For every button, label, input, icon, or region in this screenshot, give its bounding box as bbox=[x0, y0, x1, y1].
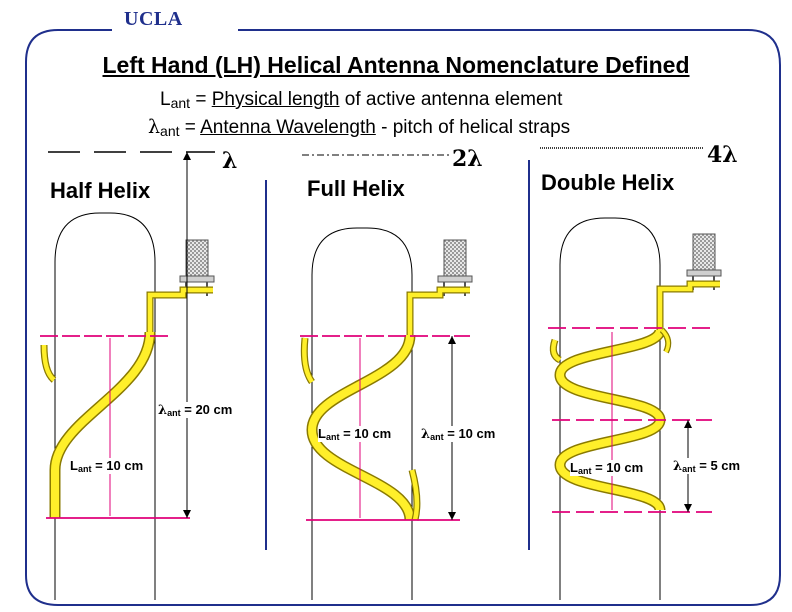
definition-wavelength: λant = Antenna Wavelength - pitch of hel… bbox=[148, 116, 571, 139]
double-lambda-label: λant = 5 cm bbox=[673, 458, 741, 474]
full-lambda-label: λant = 10 cm bbox=[421, 426, 496, 442]
page-title: Left Hand (LH) Helical Antenna Nomenclat… bbox=[102, 52, 690, 78]
double-helix-heading: Double Helix bbox=[541, 170, 675, 195]
half-cylinder-outline bbox=[54, 212, 156, 600]
half-lambda-label: λant = 20 cm bbox=[158, 402, 233, 418]
full-helix-multiplier: 2λ bbox=[452, 146, 483, 172]
half-helix-heading: Half Helix bbox=[50, 178, 151, 203]
brand-logo-text: UCLA bbox=[124, 8, 183, 30]
double-connector bbox=[692, 233, 716, 271]
double-helix-multiplier: 4λ bbox=[707, 142, 738, 168]
definition-length: Lant = Physical length of active antenna… bbox=[160, 89, 563, 111]
double-cylinder-outline bbox=[559, 217, 661, 600]
full-helix-heading: Full Helix bbox=[307, 176, 405, 201]
full-lant-label: Lant = 10 cm bbox=[318, 426, 392, 442]
half-helix-multiplier: λ bbox=[222, 148, 238, 174]
full-cylinder-outline bbox=[311, 227, 413, 600]
double-lant-label: Lant = 10 cm bbox=[570, 460, 644, 476]
half-lant-label: Lant = 10 cm bbox=[70, 458, 144, 474]
